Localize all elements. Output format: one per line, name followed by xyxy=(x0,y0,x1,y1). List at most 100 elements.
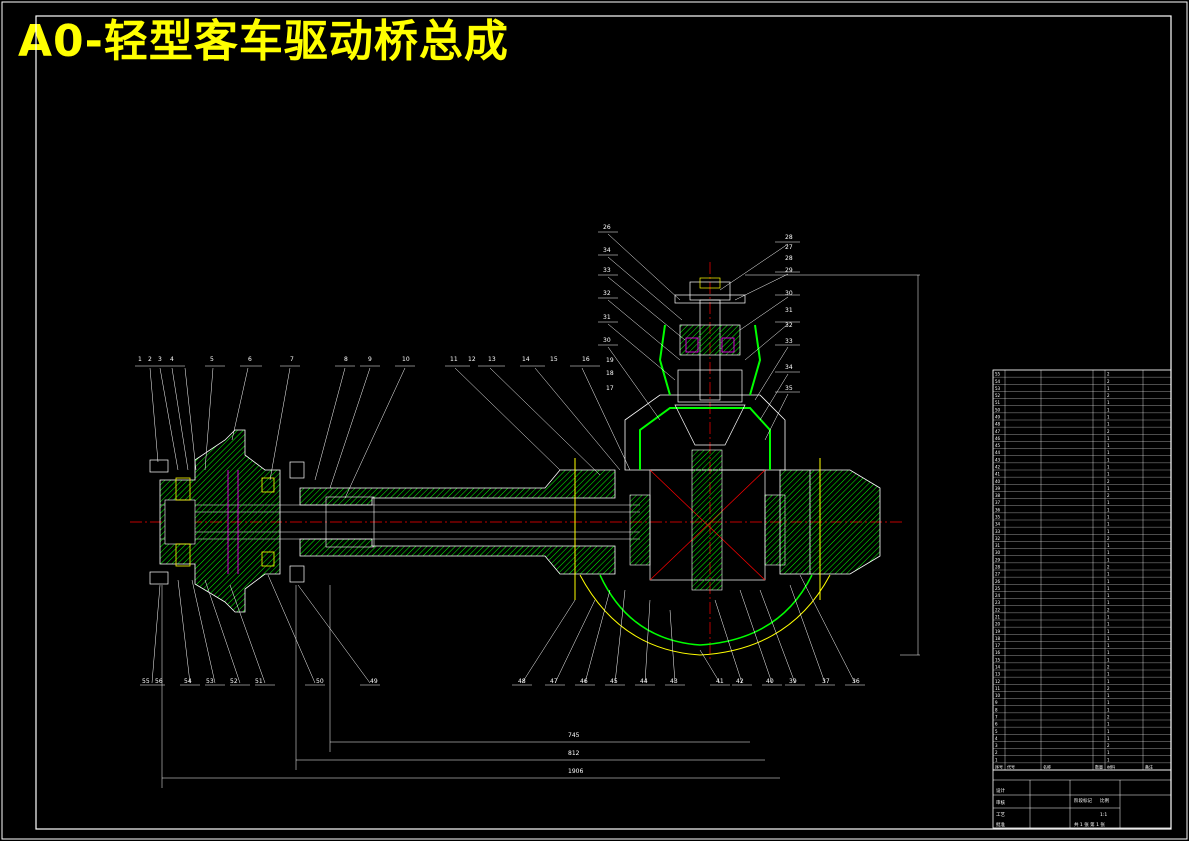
bom-cell: 1 xyxy=(1107,472,1110,477)
dimension-812: 812 xyxy=(568,750,580,757)
bom-cell: 14 xyxy=(995,665,1001,670)
bom-cell: 46 xyxy=(995,436,1001,441)
bom-cell: 49 xyxy=(995,415,1001,420)
bom-cell: 1 xyxy=(1107,572,1110,577)
bom-cell: 34 xyxy=(995,522,1001,527)
bom-cell: 47 xyxy=(995,429,1001,434)
bom-header-cell: 名称 xyxy=(1043,764,1051,770)
part-label: 50 xyxy=(316,678,324,685)
part-label: 49 xyxy=(370,678,378,685)
bom-cell: 53 xyxy=(995,386,1001,391)
bom-cell: 52 xyxy=(995,393,1001,398)
bom-cell: 1 xyxy=(1107,643,1110,648)
bom-cell: 1 xyxy=(1107,757,1110,762)
bom-cell: 18 xyxy=(995,636,1001,641)
bom-cell: 2 xyxy=(1107,493,1110,498)
dimension-1906: 1906 xyxy=(568,768,583,775)
part-label: 48 xyxy=(518,678,526,685)
bom-cell: 41 xyxy=(995,472,1001,477)
part-label: 33 xyxy=(785,338,793,345)
bom-cell: 1 xyxy=(1107,579,1110,584)
bom-cell: 2 xyxy=(1107,565,1110,570)
bom-cell: 44 xyxy=(995,450,1001,455)
bom-cell: 39 xyxy=(995,486,1001,491)
part-label: 18 xyxy=(606,370,614,377)
bom-cell: 3 xyxy=(995,743,998,748)
bom-cell: 33 xyxy=(995,529,1001,534)
part-label: 15 xyxy=(550,356,558,363)
title-block-sheet: 共 1 张 第 1 张 xyxy=(1074,821,1105,828)
title-block: 设计 审核 工艺 批准 阶段标记 比例 1:1 共 1 张 第 1 张 xyxy=(992,769,1172,829)
part-label: 51 xyxy=(255,678,263,685)
bom-cell: 1 xyxy=(1107,465,1110,470)
bom-cell: 40 xyxy=(995,479,1001,484)
bom-cell: 35 xyxy=(995,515,1001,520)
bom-cell: 1 xyxy=(1107,436,1110,441)
part-label: 19 xyxy=(606,357,614,364)
bom-cell: 2 xyxy=(1107,479,1110,484)
part-label: 10 xyxy=(402,356,410,363)
bom-cell: 13 xyxy=(995,672,1001,677)
part-label: 34 xyxy=(603,247,611,254)
bom-header-cell: 代号 xyxy=(1007,764,1015,770)
bom-cell: 1 xyxy=(1107,550,1110,555)
bom-cell: 2 xyxy=(1107,607,1110,612)
bom-cell: 32 xyxy=(995,536,1001,541)
title-block-label: 设计 xyxy=(996,787,1005,794)
bom-cell: 2 xyxy=(1107,536,1110,541)
bom-cell: 1 xyxy=(1107,629,1110,634)
bom-cell: 1 xyxy=(1107,522,1110,527)
bom-cell: 1 xyxy=(1107,500,1110,505)
bom-cell: 17 xyxy=(995,643,1001,648)
dimension-lines xyxy=(161,274,920,788)
part-label: 7 xyxy=(290,356,294,363)
part-label: 39 xyxy=(789,678,797,685)
title-block-label: 比例 xyxy=(1100,797,1109,804)
bom-cell: 2 xyxy=(1107,686,1110,691)
bom-cell: 10 xyxy=(995,693,1001,698)
bom-cell: 21 xyxy=(995,615,1001,620)
title-block-label: 批准 xyxy=(996,821,1005,828)
part-label: 30 xyxy=(785,290,793,297)
part-label: 27 xyxy=(785,244,793,251)
part-label: 2 xyxy=(148,356,152,363)
bom-header-cell: 备注 xyxy=(1145,764,1153,770)
bom-cell: 1 xyxy=(1107,593,1110,598)
part-label: 45 xyxy=(610,678,618,685)
part-label: 55 xyxy=(142,678,150,685)
part-label: 47 xyxy=(550,678,558,685)
part-label: 29 xyxy=(785,267,793,274)
bom-cell: 1 xyxy=(1107,543,1110,548)
title-block-label: 审核 xyxy=(996,799,1005,806)
part-label: 28 xyxy=(785,255,793,262)
bom-cell: 11 xyxy=(995,686,1001,691)
bom-cell: 38 xyxy=(995,493,1001,498)
bom-cell: 1 xyxy=(1107,615,1110,620)
bom-cell: 26 xyxy=(995,579,1001,584)
bom-cell: 2 xyxy=(1107,393,1110,398)
part-label: 43 xyxy=(670,678,678,685)
bom-cell: 50 xyxy=(995,407,1001,412)
part-label: 32 xyxy=(603,290,611,297)
part-label: 16 xyxy=(582,356,590,363)
bom-cell: 24 xyxy=(995,593,1001,598)
bom-cell: 1 xyxy=(1107,557,1110,562)
bom-cell: 1 xyxy=(1107,515,1110,520)
bom-cell: 29 xyxy=(995,557,1001,562)
bom-cell: 1 xyxy=(1107,422,1110,427)
pinion-assembly xyxy=(658,277,762,446)
bom-cell: 1 xyxy=(1107,750,1110,755)
inner-border xyxy=(35,15,1172,830)
part-label: 42 xyxy=(736,678,744,685)
part-label: 1 xyxy=(138,356,142,363)
part-label: 31 xyxy=(785,307,793,314)
bom-cell: 1 xyxy=(1107,486,1110,491)
bom-cell: 16 xyxy=(995,650,1001,655)
part-label: 46 xyxy=(580,678,588,685)
bom-cell: 15 xyxy=(995,657,1001,662)
bom-cell: 30 xyxy=(995,550,1001,555)
part-label: 17 xyxy=(606,385,614,392)
bom-cell: 20 xyxy=(995,622,1001,627)
